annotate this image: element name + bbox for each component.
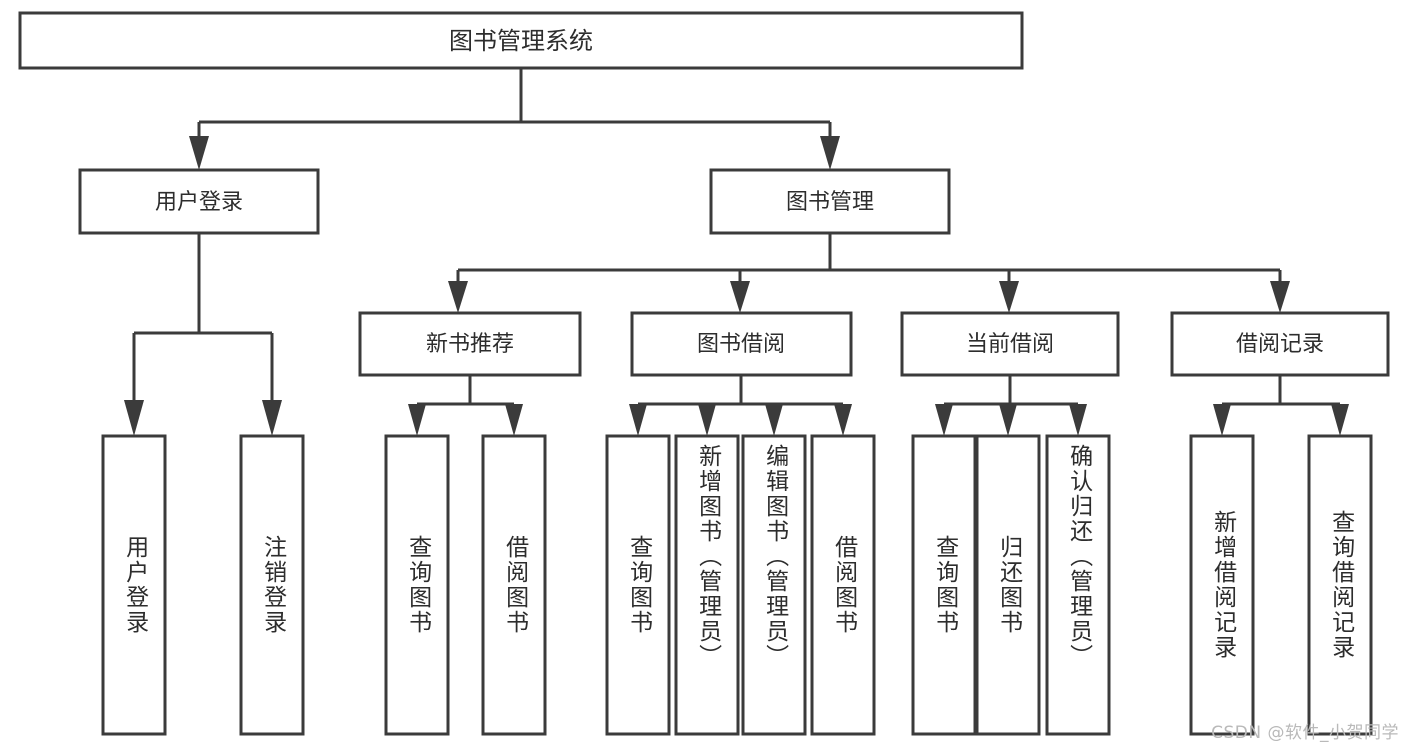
node-box-leaf-confirm-return[interactable] (1045, 434, 1111, 736)
arrow-leaf-query-book-3 (935, 404, 953, 436)
node-box-leaf-edit-book[interactable] (741, 434, 807, 736)
node-box-user-login[interactable] (78, 168, 320, 235)
node-label-current-borrow: 当前借阅 (966, 332, 1054, 357)
arrow-leaf-edit-book (765, 404, 783, 436)
arrow-leaf-add-book (698, 404, 716, 436)
node-box-book-borrow[interactable] (630, 311, 853, 377)
arrow-book-borrow (730, 281, 750, 313)
node-box-leaf-borrow-book-1[interactable] (481, 434, 547, 736)
arrow-user-login (189, 136, 209, 170)
node-box-leaf-user-login[interactable] (101, 434, 167, 736)
node-label-book-borrow: 图书借阅 (697, 332, 785, 357)
node-box-leaf-query-record[interactable] (1307, 434, 1373, 736)
node-box-leaf-add-record[interactable] (1189, 434, 1255, 736)
node-label-root: 图书管理系统 (449, 27, 593, 55)
node-label-borrow-record: 借阅记录 (1236, 332, 1324, 357)
arrow-new-book (448, 281, 468, 313)
arrow-leaf-borrow-book-2 (834, 404, 852, 436)
node-box-current-borrow[interactable] (900, 311, 1120, 377)
node-box-root[interactable] (18, 11, 1024, 70)
connectors-layer (124, 68, 1349, 436)
node-box-leaf-add-book[interactable] (674, 434, 740, 736)
watermark-text: CSDN @软件_小贺同学 (1211, 723, 1399, 743)
arrow-book-manage (820, 136, 840, 170)
arrow-leaf-borrow-book-1 (505, 404, 523, 436)
node-label-new-book-recommend: 新书推荐 (426, 332, 514, 357)
node-label-book-manage: 图书管理 (786, 190, 874, 215)
node-box-leaf-logout-login[interactable] (239, 434, 305, 736)
arrow-borrow-record (1270, 281, 1290, 313)
node-box-leaf-return-book[interactable] (975, 434, 1041, 736)
arrow-leaf-add-record (1213, 404, 1231, 436)
node-label-user-login: 用户登录 (155, 190, 243, 215)
arrow-leaf-query-record (1331, 404, 1349, 436)
node-box-leaf-query-book-2[interactable] (605, 434, 671, 736)
arrow-leaf-confirm-return (1069, 404, 1087, 436)
arrow-leaf-logout-login (262, 400, 282, 436)
arrow-leaf-user-login (124, 400, 144, 436)
nodes-layer: 图书管理系统 用户登录 图书管理 新书推荐 图书借阅 当前借阅 借阅记录 (18, 11, 1390, 736)
node-box-book-manage[interactable] (709, 168, 951, 235)
arrow-current-borrow (999, 281, 1019, 313)
node-box-leaf-query-book-3[interactable] (911, 434, 977, 736)
arrow-leaf-return-book (999, 404, 1017, 436)
node-box-leaf-borrow-book-2[interactable] (810, 434, 876, 736)
node-box-borrow-record[interactable] (1170, 311, 1390, 377)
arrow-leaf-query-book-2 (629, 404, 647, 436)
arrow-leaf-query-book-1 (408, 404, 426, 436)
node-box-leaf-query-book-1[interactable] (384, 434, 450, 736)
node-box-new-book-recommend[interactable] (358, 311, 582, 377)
